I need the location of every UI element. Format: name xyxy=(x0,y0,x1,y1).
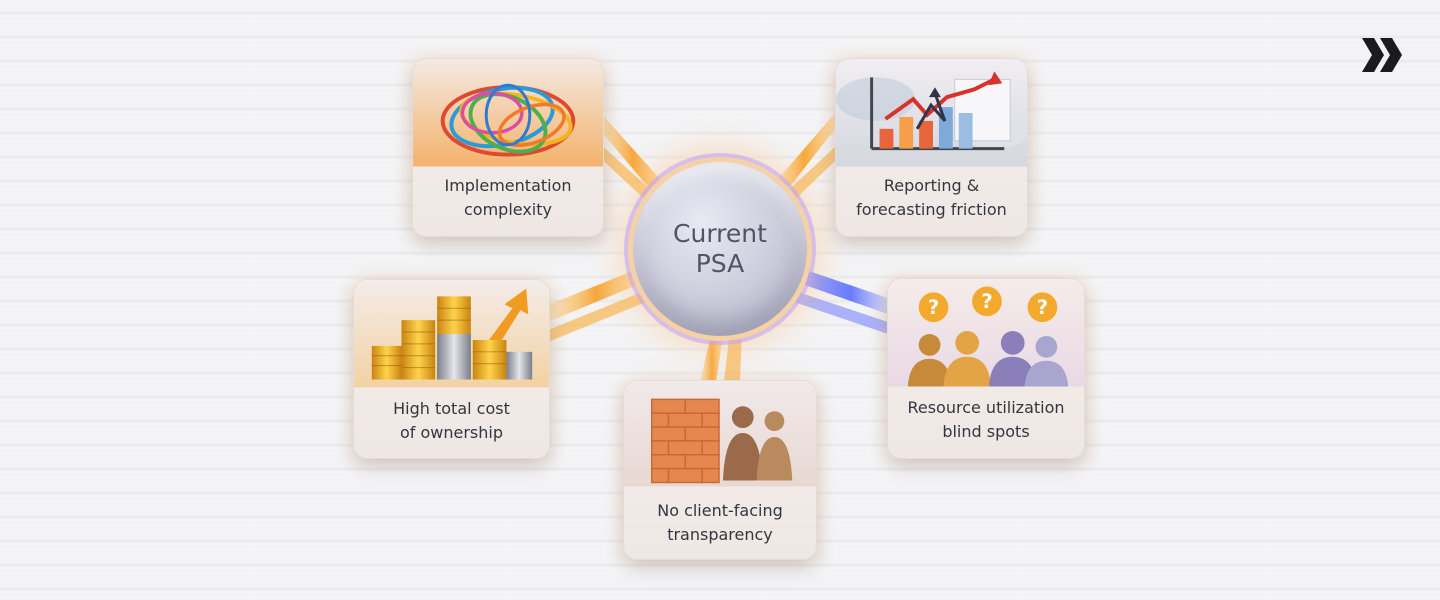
coin-stacks-icon xyxy=(354,280,549,388)
connector-resource xyxy=(794,268,888,334)
card-label: No client-facing transparency xyxy=(657,501,783,544)
svg-text:?: ? xyxy=(928,296,939,319)
people-silhouettes xyxy=(907,331,1069,387)
svg-text:?: ? xyxy=(1037,296,1048,319)
question-bubbles: ? ? ? xyxy=(918,286,1058,323)
card-resource-utilization: ? ? ? Resource utilization blind spots xyxy=(887,278,1085,459)
people-question-icon: ? ? ? xyxy=(888,279,1084,387)
tangled-strings-icon xyxy=(413,59,603,167)
connector-reporting xyxy=(772,112,836,206)
card-no-client-transparency: No client-facing transparency xyxy=(623,380,817,560)
bar-chart-arrows-icon xyxy=(836,59,1027,167)
connector-cost xyxy=(548,268,646,342)
card-label: Implementation complexity xyxy=(444,176,572,219)
card-label: High total cost of ownership xyxy=(393,399,510,442)
connector-implementation xyxy=(598,110,668,206)
card-reporting-forecasting-friction: Reporting & forecasting friction xyxy=(835,58,1028,237)
connector-transparency xyxy=(700,330,742,382)
card-high-total-cost: High total cost of ownership xyxy=(353,279,550,459)
card-implementation-complexity: Implementation complexity xyxy=(412,58,604,237)
svg-text:?: ? xyxy=(981,290,992,313)
hub-title: Current PSA xyxy=(673,219,767,278)
card-label: Resource utilization blind spots xyxy=(907,398,1065,441)
card-label: Reporting & forecasting friction xyxy=(856,176,1007,219)
brick-wall-icon xyxy=(624,381,816,487)
double-chevron-icon xyxy=(1360,36,1404,74)
hub-current-psa: Current PSA xyxy=(633,162,807,336)
